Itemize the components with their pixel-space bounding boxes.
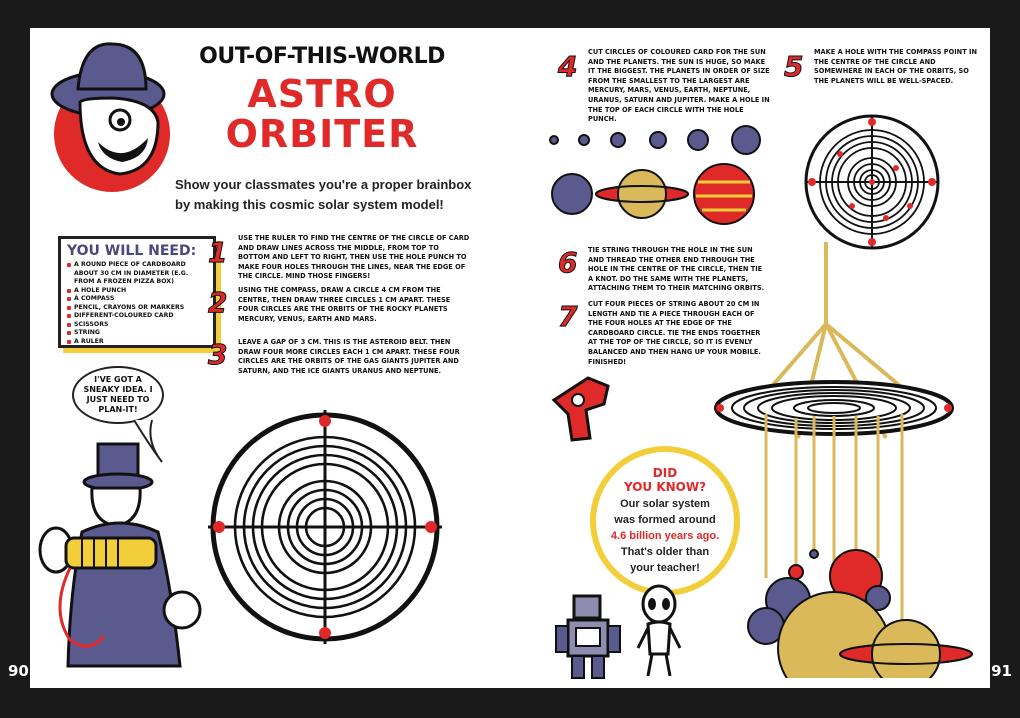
step-text-6: Tie string through the hole in the Sun a… — [588, 246, 765, 293]
step-number-2: 2 — [207, 286, 228, 320]
intro-line-2: by making this cosmic solar system model… — [175, 197, 444, 212]
step-number-1: 1 — [207, 236, 228, 270]
dyk-line-4: That's older than — [620, 546, 710, 558]
page-number-right: 91 — [991, 662, 1012, 680]
header-kicker: OUT-OF-THIS-WORLD — [199, 44, 445, 69]
right-page: 4 Cut circles of coloured card for the S… — [510, 28, 1012, 688]
left-page: OUT-OF-THIS-WORLD ASTRO ORBITER Show you… — [8, 28, 510, 688]
step-number-5: 5 — [783, 50, 804, 84]
step-text-3: Leave a gap of 3 cm. This is the asteroi… — [238, 338, 460, 375]
you-will-need-heading: YOU WILL NEED: — [67, 243, 197, 259]
page-number-left: 90 — [8, 662, 29, 680]
planet-circles-illustration — [549, 125, 761, 225]
mascot-head-illustration — [50, 42, 170, 192]
solar-mobile-illustration — [714, 242, 973, 678]
orbit-holes-diagram — [804, 114, 940, 250]
step-number-7: 7 — [557, 300, 578, 334]
step-text-1: Use the ruler to find the centre of the … — [238, 234, 470, 281]
did-you-know-heading-1: DID — [652, 466, 678, 480]
alien-illustration — [636, 584, 682, 677]
villain-character-illustration — [38, 442, 202, 668]
intro-line-1: Show your classmates you're a proper bra… — [175, 177, 472, 192]
list-item: Different-coloured card — [67, 312, 207, 321]
speech-tail-icon — [133, 419, 163, 463]
list-item: A hole punch — [67, 287, 207, 296]
dyk-line-1: Our solar system — [620, 498, 710, 510]
step-text-4: Cut circles of coloured card for the Sun… — [588, 48, 770, 124]
list-item: String — [67, 329, 207, 338]
orbit-circle-diagram — [208, 410, 442, 644]
list-item: A ruler — [67, 338, 207, 347]
robot-illustration — [555, 594, 621, 679]
list-item: A compass — [67, 295, 207, 304]
dyk-line-5: your teacher! — [630, 562, 700, 574]
dyk-line-2: was formed around — [614, 514, 716, 526]
you-will-need-box: YOU WILL NEED: A round piece of cardboar… — [58, 236, 216, 348]
step-number-3: 3 — [207, 338, 228, 372]
book-spread: OUT-OF-THIS-WORLD ASTRO ORBITER Show you… — [8, 28, 1012, 688]
list-item: A round piece of cardboard about 30 cm i… — [67, 261, 207, 287]
list-item: Scissors — [67, 321, 207, 330]
step-number-6: 6 — [557, 246, 578, 280]
dyk-line-3: 4.6 billion years ago. — [610, 530, 720, 542]
step-text-2: Using the compass, draw a circle 4 cm fr… — [238, 286, 451, 323]
title-line-2: ORBITER — [225, 112, 419, 156]
page-title: ASTRO ORBITER — [202, 74, 442, 154]
title-line-1: ASTRO — [247, 72, 397, 116]
step-text-5: Make a hole with the compass point in th… — [814, 48, 977, 85]
you-will-need-list: A round piece of cardboard about 30 cm i… — [67, 261, 207, 346]
intro-text: Show your classmates you're a proper bra… — [175, 175, 475, 215]
step-number-4: 4 — [557, 50, 578, 84]
did-you-know-heading-2: YOU KNOW? — [623, 480, 707, 494]
speech-bubble: I've got a sneaky idea. I just need to p… — [72, 366, 164, 424]
ray-gun-illustration — [551, 376, 610, 442]
did-you-know-callout: DID YOU KNOW? Our solar system was forme… — [590, 446, 740, 596]
step-text-7: Cut four pieces of string about 20 cm in… — [588, 300, 761, 366]
list-item: Pencil, crayons or markers — [67, 304, 207, 313]
did-you-know-body: Our solar system was formed around 4.6 b… — [611, 496, 719, 576]
